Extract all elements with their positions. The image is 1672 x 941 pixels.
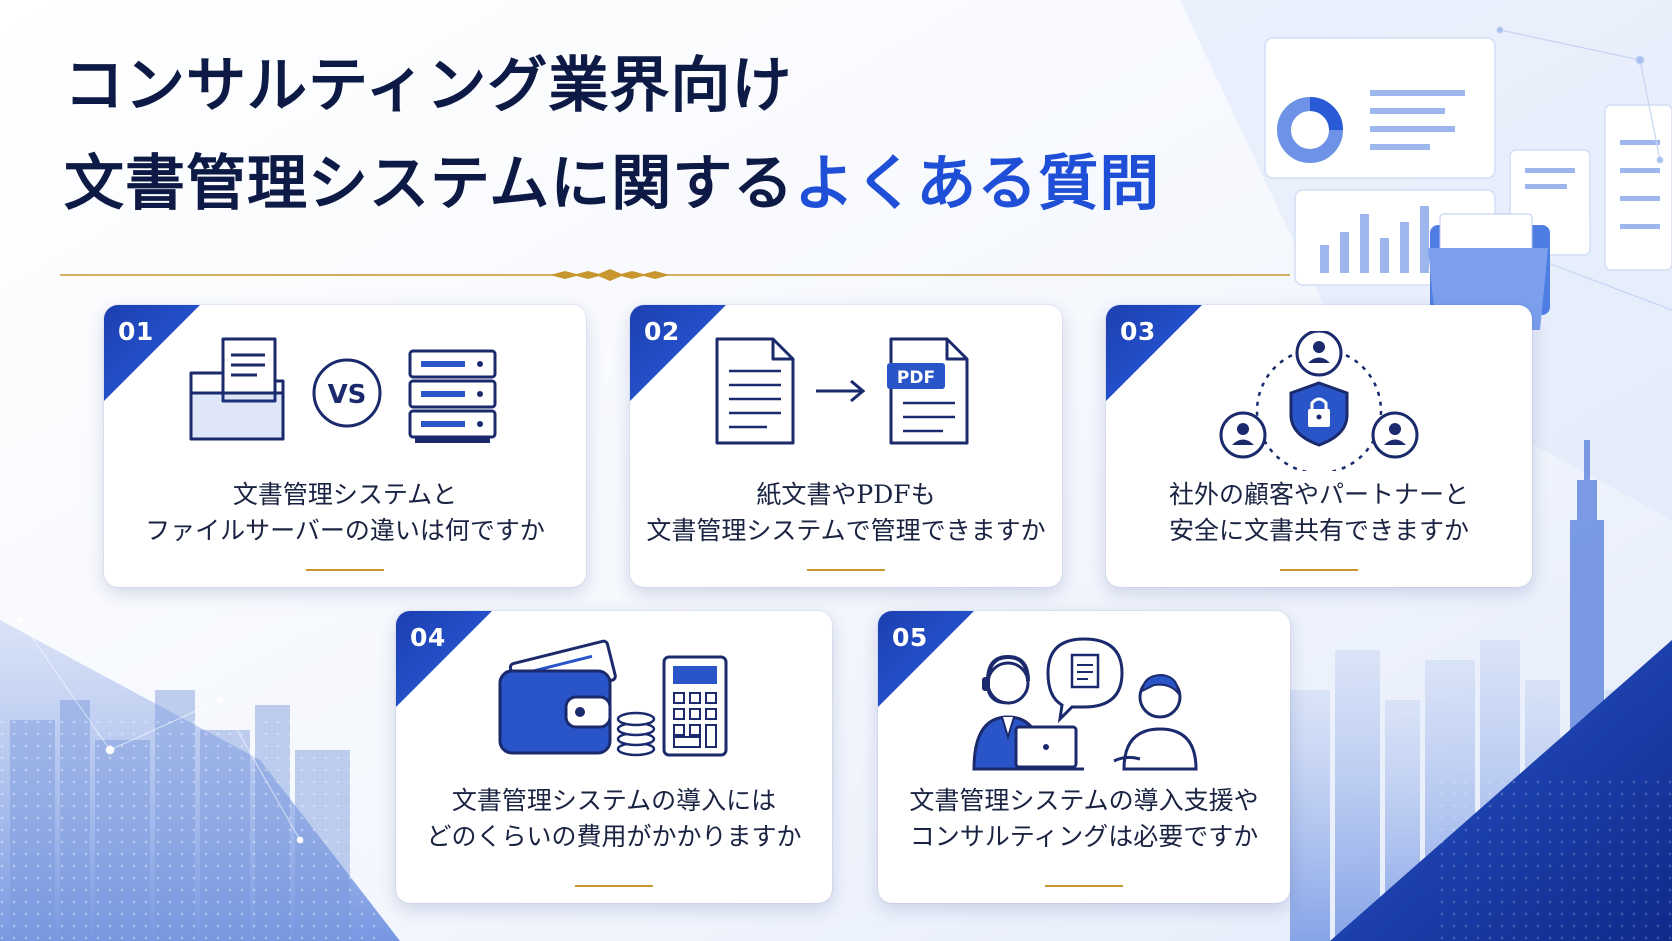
folder-vs-server-icon: VS [189, 337, 497, 443]
gold-underline [1280, 569, 1358, 571]
faq-card-01[interactable]: 01 VS 文書管理システムと [104, 305, 586, 587]
question-line-1: 文書管理システムと [232, 480, 458, 509]
faq-card-02[interactable]: 02 PDF [630, 305, 1062, 587]
faq-card-03[interactable]: 03 社外の顧客やパートナーと 安全に文書共有できますか [1106, 305, 1532, 587]
gold-underline [306, 569, 384, 571]
title-line-2-main: 文書管理システムに関する [64, 149, 795, 219]
card-number: 02 [644, 317, 680, 346]
question-line-2: どのくらいの費用がかかりますか [426, 822, 802, 851]
faq-card-04[interactable]: 04 文書管理システ [396, 611, 832, 903]
question-line-2: コンサルティングは必要ですか [909, 822, 1259, 851]
wallet-coins-calculator-icon [498, 639, 728, 757]
title-line-2-accent: よくある質問 [794, 149, 1161, 219]
question-line-1: 文書管理システムの導入支援や [909, 786, 1259, 815]
card-number: 04 [410, 623, 446, 652]
page-title: コンサルティング業界向け 文書管理システムに関するよくある質問 [64, 56, 1160, 214]
title-line-2: 文書管理システムに関するよくある質問 [64, 154, 1160, 214]
question-line-2: ファイルサーバーの違いは何ですか [145, 516, 545, 545]
gold-underline [807, 569, 885, 571]
faq-card-05[interactable]: 05 文書管理システムの導入支援や [878, 611, 1290, 903]
title-line-1: コンサルティング業界向け [64, 51, 793, 121]
pdf-badge-text: PDF [897, 368, 935, 388]
question-text: 紙文書やPDFも 文書管理システムで管理できますか [630, 477, 1062, 549]
card-number: 03 [1120, 317, 1156, 346]
vs-badge-text: VS [328, 380, 367, 410]
card-number: 01 [118, 317, 154, 346]
consultant-support-icon [972, 637, 1198, 771]
question-line-1: 社外の顧客やパートナーと [1168, 480, 1469, 509]
secure-sharing-network-icon [1219, 331, 1419, 471]
question-text: 社外の顧客やパートナーと 安全に文書共有できますか [1106, 477, 1532, 549]
document-to-pdf-icon: PDF [715, 337, 969, 445]
question-text: 文書管理システムと ファイルサーバーの違いは何ですか [104, 477, 586, 549]
question-line-2: 安全に文書共有できますか [1168, 516, 1469, 545]
gold-underline [575, 885, 653, 887]
card-number: 05 [892, 623, 928, 652]
question-line-1: 文書管理システムの導入には [451, 786, 777, 815]
question-text: 文書管理システムの導入には どのくらいの費用がかかりますか [396, 783, 832, 855]
gold-underline [1045, 885, 1123, 887]
question-text: 文書管理システムの導入支援や コンサルティングは必要ですか [878, 783, 1290, 855]
question-line-1: 紙文書やPDFも [756, 480, 936, 509]
gold-divider [60, 269, 1290, 281]
question-line-2: 文書管理システムで管理できますか [646, 516, 1046, 545]
